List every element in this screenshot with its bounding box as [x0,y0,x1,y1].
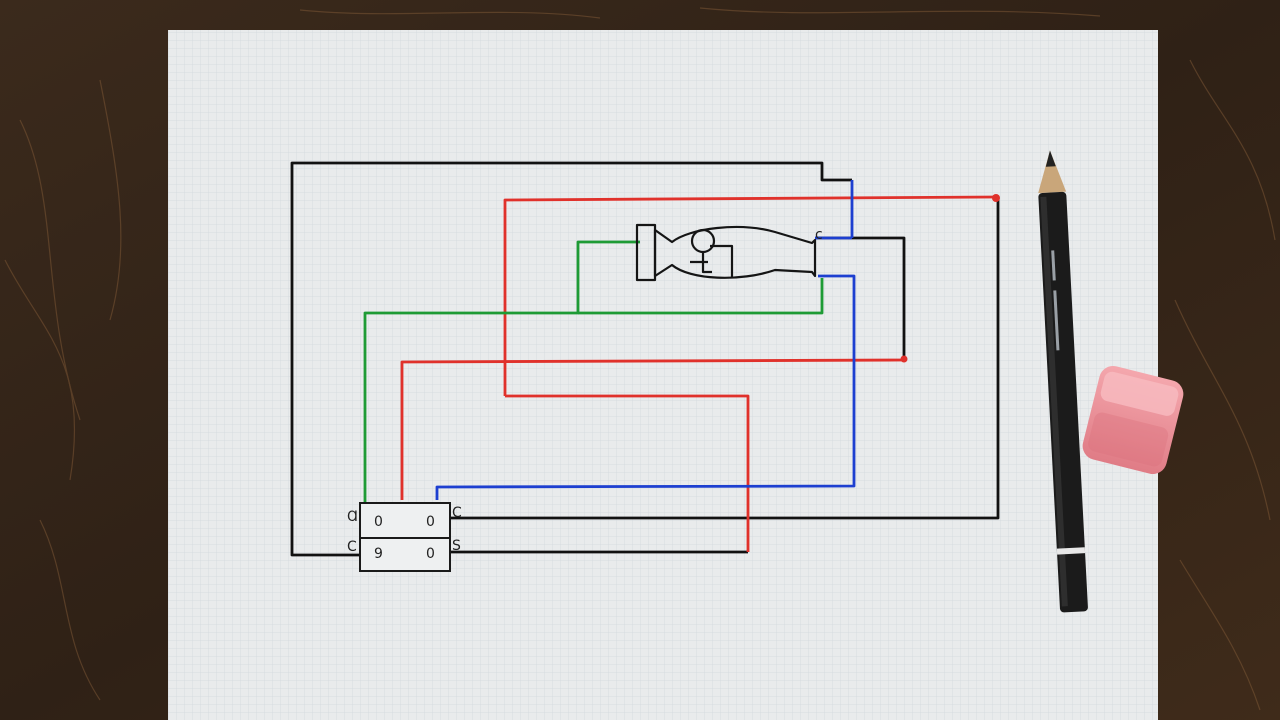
switch-bottom-left-digit: 9 [374,546,383,562]
pencil-icon [1038,150,1088,613]
switch-top-right-mark: C [452,505,462,521]
wire-red-junction [900,355,908,363]
wood-grain [4,7,1276,711]
switch-bottom-center: 0 [426,546,435,562]
wire-red-junction [992,194,1000,202]
switch-top-left-digit: 0 [374,514,383,530]
motor-terminal-mark: c [815,227,823,243]
switch-top-left-mark: Ɑ [347,509,358,525]
eraser-icon [1082,365,1184,475]
switch-bottom-left-mark: C [347,539,357,555]
wire-blue [435,180,856,500]
switch-bottom-right-mark: S [452,538,461,554]
wire-green [363,240,824,502]
wire-red [400,195,997,552]
switch-top-center: 0 [426,514,435,530]
motor-symbol-icon [635,223,817,282]
switch-block: Ɑ 0 0 C C 9 0 S [347,502,462,572]
graph-paper-grid [168,30,1158,720]
